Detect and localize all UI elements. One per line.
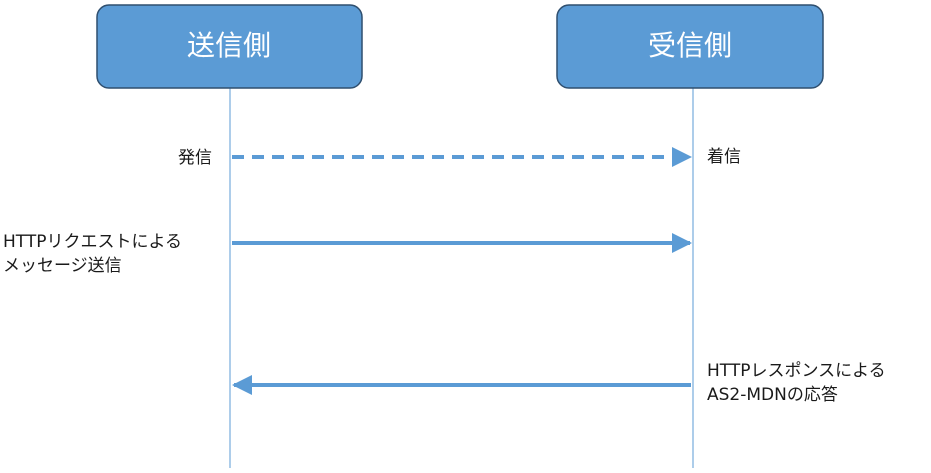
message-label-http-request-line1: HTTPリクエストによる	[3, 232, 182, 252]
participant-receiver-label: 受信側	[648, 29, 732, 62]
participant-sender-label: 送信側	[187, 29, 271, 62]
message-label-call: 発信	[178, 148, 212, 168]
message-label-http-request-line2: メッセージ送信	[3, 256, 122, 276]
message-label-http-response-line2: AS2-MDNの応答	[707, 385, 838, 405]
participant-sender: 送信側	[96, 4, 363, 89]
message-label-receive: 着信	[707, 147, 741, 167]
participant-receiver: 受信側	[556, 4, 824, 89]
message-label-http-response-line1: HTTPレスポンスによる	[707, 361, 886, 381]
